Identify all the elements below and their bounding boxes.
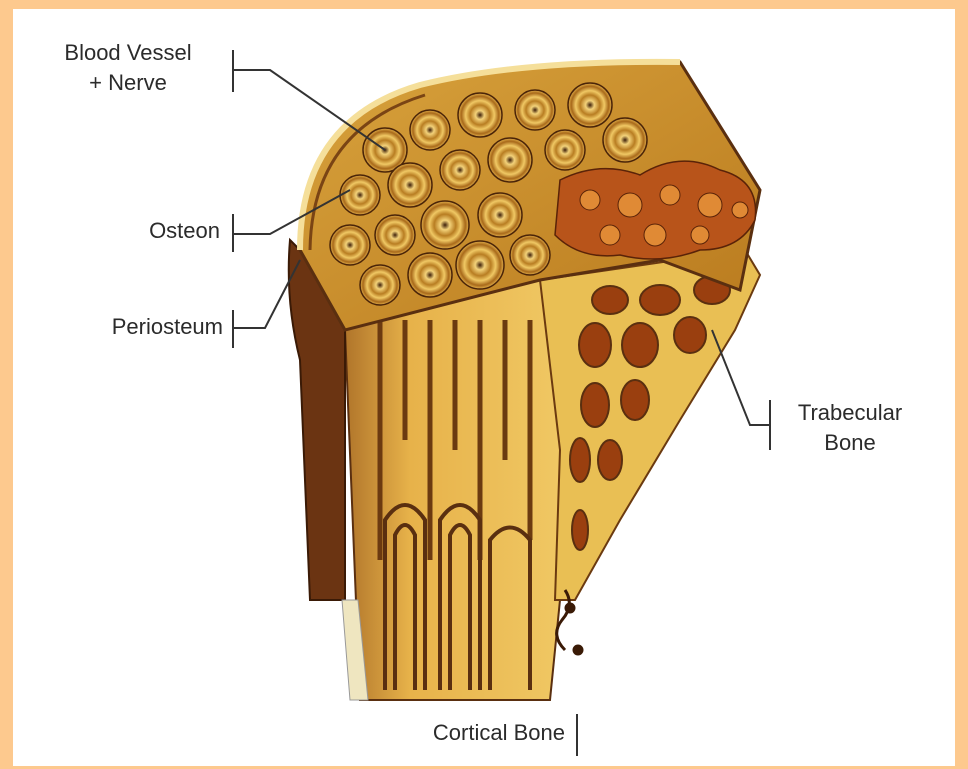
label-osteon: Osteon <box>110 216 220 246</box>
label-blood-vessel-nerve: Blood Vessel + Nerve <box>38 38 218 98</box>
label-periosteum: Periosteum <box>58 312 223 342</box>
label-cortical-bone: Cortical Bone <box>355 718 565 748</box>
label-blood-vessel-line2: + Nerve <box>38 68 218 98</box>
label-trabecular-line1: Trabecular <box>780 398 920 428</box>
trabecular-lattice <box>540 250 760 600</box>
label-trabecular-line2: Bone <box>780 428 920 458</box>
label-blood-vessel-line1: Blood Vessel <box>38 38 218 68</box>
label-trabecular-bone: Trabecular Bone <box>780 398 920 458</box>
